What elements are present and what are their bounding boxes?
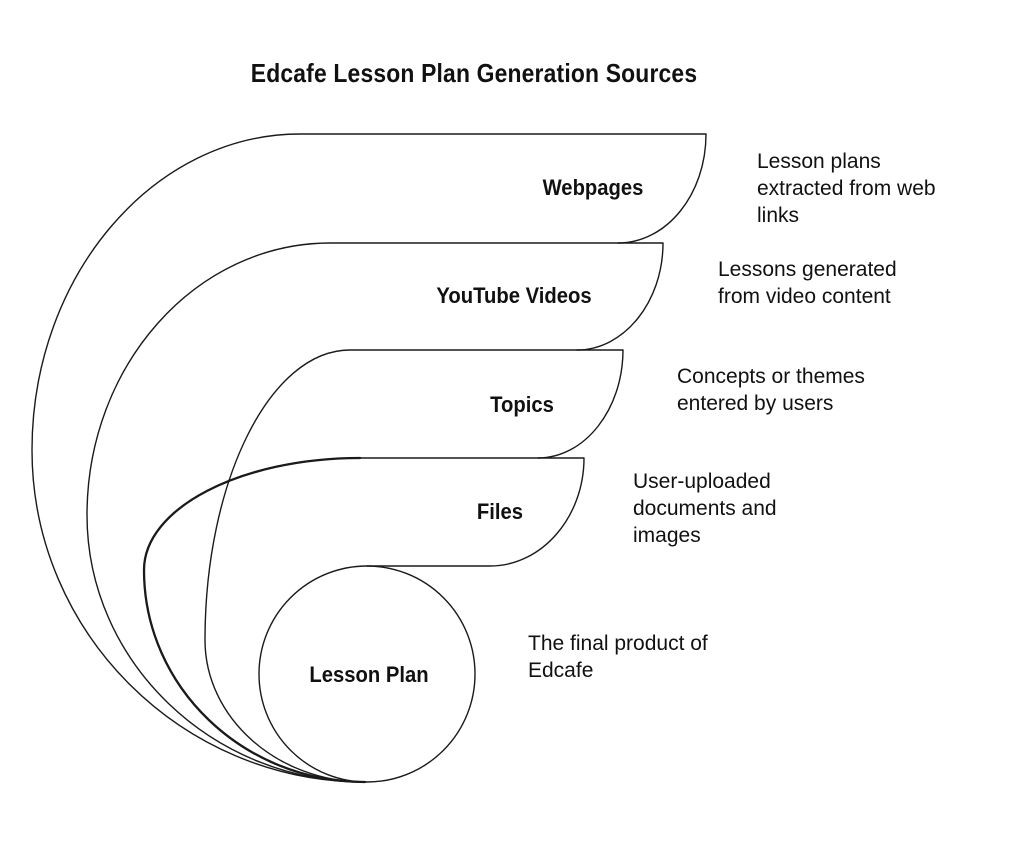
layer-description-topics: Concepts or themes entered by users (677, 363, 865, 417)
description-line: extracted from web (757, 177, 936, 200)
description-line: entered by users (677, 392, 834, 415)
layer-description-files: User-uploaded documents and images (633, 468, 777, 549)
layer-shape-files (359, 457, 585, 567)
description-line: Concepts or themes (677, 365, 865, 388)
description-line: Edcafe (528, 659, 594, 682)
layer-description-youtube-videos: Lessons generated from video content (718, 256, 897, 310)
layer-label-files: Files (476, 499, 524, 524)
layer-description-webpages: Lesson plans extracted from web links (757, 148, 936, 229)
layer-label-lesson-plan: Lesson Plan (309, 662, 429, 687)
layer-shape-lesson-plan-circle (258, 565, 476, 783)
description-line: links (757, 204, 800, 227)
layer-shape-youtube-videos (86, 242, 664, 783)
description-line: images (633, 524, 701, 547)
description-line: User-uploaded (633, 470, 771, 493)
layer-shape-webpages (31, 133, 707, 783)
layer-label-topics: Topics (490, 392, 554, 417)
description-line: from video content (718, 285, 891, 308)
layer-label-youtube-videos: YouTube Videos (436, 283, 592, 308)
description-line: Lesson plans (757, 150, 881, 173)
layer-label-webpages: Webpages (542, 175, 644, 200)
description-line: Lessons generated (718, 258, 897, 281)
diagram-title: Edcafe Lesson Plan Generation Sources (250, 58, 698, 88)
layer-description-lesson-plan: The final product of Edcafe (528, 630, 708, 684)
layer-shape-files-arc (142, 456, 367, 784)
layer-shape-topics (204, 349, 624, 783)
description-line: The final product of (528, 632, 708, 655)
description-line: documents and (633, 497, 777, 520)
